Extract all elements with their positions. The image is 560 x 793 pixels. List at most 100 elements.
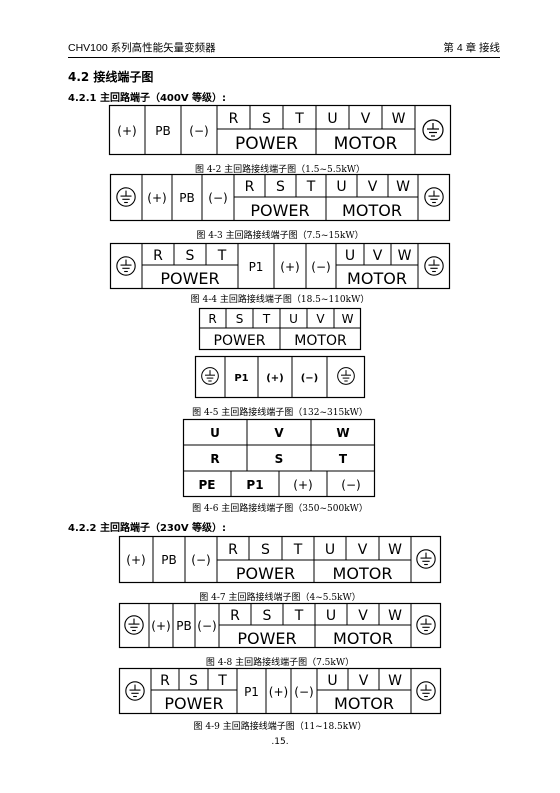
- motor-label: MOTOR: [347, 269, 407, 288]
- terminal-plus: (+): [266, 373, 284, 384]
- power-label: POWER: [164, 694, 223, 713]
- caption-fig-4-9: 图 4-9 主回路接线端子图（11~18.5kW）: [193, 722, 367, 732]
- motor-label: MOTOR: [333, 629, 393, 648]
- motor-label: MOTOR: [342, 201, 402, 220]
- cell-r: R: [210, 452, 219, 466]
- fig-4-7-terminal-diagram: (+) PB (−) R S T U V W POWER MOTOR: [118, 535, 442, 584]
- terminal-pb: PB: [179, 191, 194, 205]
- cell-t: T: [339, 452, 348, 466]
- caption-fig-4-4: 图 4-4 主回路接线端子图（18.5~110kW）: [190, 295, 370, 305]
- caption-fig-4-7: 图 4-7 主回路接线端子图（4~5.5kW）: [199, 593, 361, 603]
- terminal-plus: (+): [269, 685, 288, 699]
- terminal-p1: P1: [244, 685, 259, 699]
- section-title: 4.2 接线端子图: [68, 70, 154, 84]
- ground-icon: [337, 367, 355, 385]
- fig-4-3-terminal-diagram: (+) PB (−) R S T U V W POWER MOTOR: [109, 173, 451, 222]
- terminal-u: U: [336, 179, 346, 195]
- motor-label: MOTOR: [333, 564, 393, 583]
- motor-label: MOTOR: [294, 333, 347, 349]
- terminal-plus: (+): [117, 124, 136, 138]
- cell-v: V: [274, 426, 284, 440]
- terminal-plus: (+): [151, 619, 170, 633]
- terminal-r: R: [245, 179, 255, 195]
- power-label: POWER: [235, 134, 298, 154]
- fig-4-9-terminal-diagram: R S T POWER P1 (+) (−) U V W MOTOR: [118, 667, 442, 715]
- terminal-u: U: [325, 542, 335, 558]
- header-rule: [68, 57, 500, 58]
- ground-icon: [124, 615, 144, 635]
- terminal-w: W: [392, 111, 406, 127]
- terminal-pb: PB: [161, 553, 176, 567]
- ground-icon: [116, 187, 136, 207]
- header-left: CHV100 系列高性能矢量变频器: [68, 42, 216, 54]
- ground-icon: [125, 681, 145, 701]
- fig-4-2-terminal-diagram: (+) PB (−) R S T U V W POWER MOTOR: [108, 104, 452, 156]
- terminal-u: U: [326, 608, 336, 624]
- terminal-t: T: [294, 608, 304, 624]
- power-label: POWER: [214, 333, 266, 349]
- terminal-r: R: [230, 608, 240, 624]
- ground-icon: [424, 187, 444, 207]
- terminal-r: R: [208, 312, 216, 326]
- power-label: POWER: [250, 201, 309, 220]
- terminal-minus: (−): [301, 373, 319, 384]
- subsection-230v: 4.2.2 主回路端子（230V 等级）:: [68, 523, 227, 534]
- terminal-u: U: [327, 111, 337, 127]
- terminal-v: V: [368, 179, 378, 195]
- fig-4-8-terminal-diagram: (+) PB (−) R S T U V W POWER MOTOR: [118, 602, 442, 649]
- terminal-v: V: [358, 608, 368, 624]
- terminal-w: W: [396, 179, 410, 195]
- motor-label: MOTOR: [334, 694, 394, 713]
- terminal-minus: (−): [189, 124, 208, 138]
- power-label: POWER: [160, 269, 219, 288]
- terminal-w: W: [388, 542, 402, 558]
- motor-label: MOTOR: [334, 134, 398, 154]
- terminal-w: W: [342, 312, 354, 326]
- fig-4-5-bottom-terminal-diagram: P1 (+) (−): [194, 355, 366, 399]
- terminal-pb: PB: [155, 124, 170, 138]
- terminal-minus: (−): [191, 553, 210, 567]
- terminal-t: T: [294, 111, 304, 127]
- terminal-r: R: [228, 542, 238, 558]
- terminal-s: S: [236, 312, 244, 326]
- terminal-v: V: [373, 248, 383, 264]
- cell-p1: P1: [246, 478, 263, 492]
- ground-icon: [116, 256, 136, 276]
- terminal-minus: (−): [294, 685, 313, 699]
- terminal-t: T: [306, 179, 316, 195]
- terminal-minus: (−): [311, 260, 330, 274]
- terminal-t: T: [217, 248, 227, 264]
- terminal-u: U: [345, 248, 355, 264]
- terminal-v: V: [359, 673, 369, 689]
- page-number: .15.: [271, 737, 289, 747]
- terminal-s: S: [276, 179, 285, 195]
- ground-icon: [422, 119, 444, 141]
- terminal-u: U: [289, 312, 298, 326]
- terminal-w: W: [388, 608, 402, 624]
- terminal-t: T: [217, 673, 227, 689]
- cell-u: U: [210, 426, 220, 440]
- terminal-u: U: [327, 673, 337, 689]
- ground-icon: [416, 549, 436, 569]
- terminal-s: S: [186, 248, 195, 264]
- terminal-plus: (+): [147, 191, 166, 205]
- cell-minus: (−): [341, 478, 360, 492]
- fig-4-6-terminal-table: U V W R S T PE P1 (+) (−): [182, 418, 376, 498]
- caption-fig-4-2: 图 4-2 主回路接线端子图（1.5~5.5kW）: [194, 165, 366, 175]
- ground-icon: [416, 681, 436, 701]
- fig-4-5-top-terminal-diagram: R S T U V W POWER MOTOR: [198, 307, 362, 351]
- terminal-v: V: [316, 312, 325, 326]
- cell-s: S: [275, 452, 284, 466]
- terminal-plus: (+): [280, 260, 299, 274]
- header-right: 第 4 章 接线: [443, 42, 500, 54]
- terminal-minus: (−): [208, 191, 227, 205]
- terminal-v: V: [361, 111, 371, 127]
- power-label: POWER: [236, 564, 295, 583]
- ground-icon: [416, 615, 436, 635]
- terminal-s: S: [261, 542, 270, 558]
- terminal-r: R: [153, 248, 163, 264]
- caption-fig-4-6: 图 4-6 主回路接线端子图（350~500kW）: [192, 504, 368, 514]
- ground-icon: [424, 256, 444, 276]
- terminal-p1: P1: [234, 373, 248, 384]
- terminal-r: R: [160, 673, 170, 689]
